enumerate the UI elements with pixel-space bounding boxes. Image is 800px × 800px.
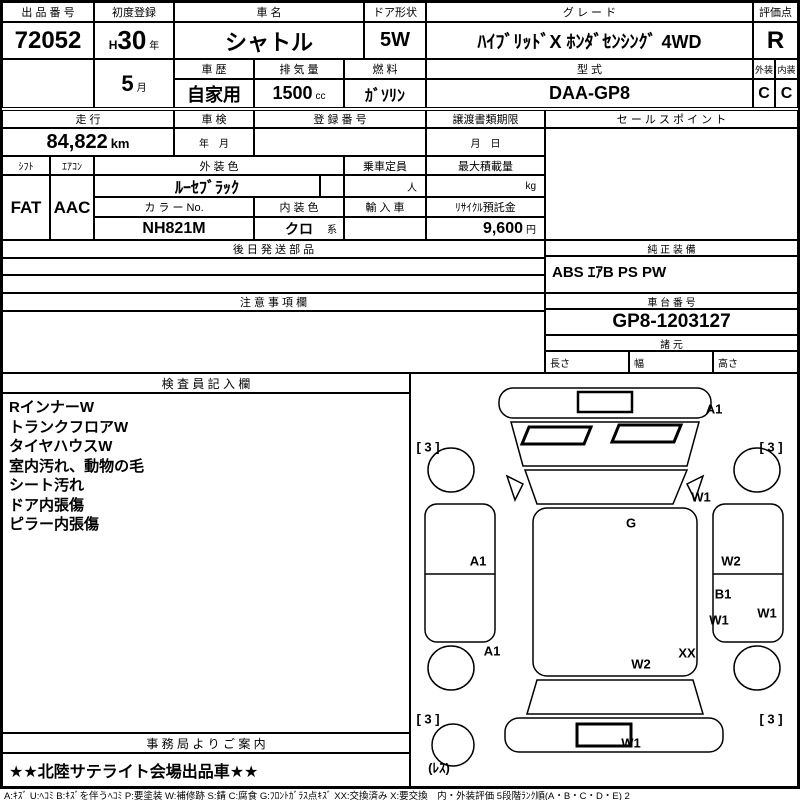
history-label: 車 歴 xyxy=(174,59,254,79)
recycle-deposit-label: ﾘｻｲｸﾙ預託金 xyxy=(426,197,545,217)
car-name-label: 車 名 xyxy=(174,2,364,22)
inspector-label: 検 査 員 記 入 欄 xyxy=(2,373,410,393)
fuel-value: ｶﾞｿﾘﾝ xyxy=(344,79,426,108)
inspection-value: 年 月 xyxy=(174,128,254,156)
aircon-value: AAC xyxy=(50,175,94,240)
chassis-no-value: GP8-1203127 xyxy=(545,309,798,335)
car-outline-graphic xyxy=(424,387,784,767)
exterior-color-label: 外 装 色 xyxy=(94,156,344,175)
import-label: 輸 入 車 xyxy=(344,197,426,217)
caution-body xyxy=(2,311,545,373)
office-text: ★★北陸サテライト会場出品車★★ xyxy=(2,753,410,787)
equipment-label: 純 正 装 備 xyxy=(545,240,798,256)
exterior-color-value: ﾙｰｾﾌﾞﾗｯｸ xyxy=(94,175,320,197)
capacity-value-cell: 人 xyxy=(344,175,426,197)
auction-no-label: 出 品 番 号 xyxy=(2,2,94,22)
door-shape-label: ドア形状 xyxy=(364,2,426,22)
interior-color-suffix: 系 xyxy=(327,225,337,236)
auction-no-empty-cell xyxy=(2,59,94,108)
first-reg-year-unit: 年 xyxy=(149,41,160,52)
interior-score-label: 内装 xyxy=(775,59,798,79)
dimension-length-cell: 長さ xyxy=(545,351,629,373)
score-label: 評価点 xyxy=(753,2,798,22)
recycle-unit: 円 xyxy=(526,224,536,236)
dimension-height-cell: 高さ xyxy=(713,351,798,373)
later-shipping-row-2 xyxy=(2,275,545,293)
damage-code-legend: A:ｷｽﾞ U:ﾍｺﾐ B:ｷｽﾞを伴うﾍｺﾐ P:要塗装 W:補修跡 S:錆 … xyxy=(4,789,798,800)
grade-label: グ レ ー ド xyxy=(426,2,753,22)
model-code-value: DAA-GP8 xyxy=(426,79,753,108)
model-code-label: 型 式 xyxy=(426,59,753,79)
later-shipping-row-1 xyxy=(2,258,545,275)
dimensions-label: 諸 元 xyxy=(545,335,798,351)
sales-point-label: セ ー ル ス ポ イ ン ト xyxy=(545,110,798,128)
dimension-width-cell: 幅 xyxy=(629,351,713,373)
max-load-unit: kg xyxy=(525,180,536,192)
interior-score-value: C xyxy=(775,79,798,108)
mileage-label: 走 行 xyxy=(2,110,174,128)
interior-color-value: クロ xyxy=(285,220,313,237)
inspection-label: 車 検 xyxy=(174,110,254,128)
office-label: 事 務 局 よ り ご 案 内 xyxy=(2,733,410,753)
displacement-value: 1500 xyxy=(272,83,313,103)
first-reg-label: 初度登録 xyxy=(94,2,174,22)
reg-no-value xyxy=(254,128,426,156)
capacity-label: 乗車定員 xyxy=(344,156,426,175)
equipment-value: ABS ｴｱB PS PW xyxy=(545,256,798,293)
color-no-value: NH821M xyxy=(94,217,254,240)
transfer-deadline-value: 月 日 xyxy=(426,128,545,156)
grade-value: ﾊｲﾌﾞﾘｯﾄﾞX ﾎﾝﾀﾞｾﾝｼﾝｸﾞ 4WD xyxy=(426,22,753,59)
mileage-value: 84,822 xyxy=(46,130,108,153)
sales-point-body xyxy=(545,128,798,240)
aircon-label: ｴｱｺﾝ xyxy=(50,156,94,175)
shift-value: FAT xyxy=(2,175,50,240)
car-name-value: シャトル xyxy=(174,22,364,59)
import-value-cell xyxy=(344,217,426,240)
score-value: R xyxy=(753,22,798,59)
history-value: 自家用 xyxy=(174,79,254,108)
displacement-unit: cc xyxy=(315,91,326,102)
door-shape-value: 5W xyxy=(364,22,426,59)
mileage-unit: km xyxy=(110,135,130,151)
first-reg-year: 30 xyxy=(117,25,147,55)
max-load-value-cell: kg xyxy=(426,175,545,197)
shift-label: ｼﾌﾄ xyxy=(2,156,50,175)
auction-no-value: 72052 xyxy=(2,22,94,59)
max-load-label: 最大積載量 xyxy=(426,156,545,175)
transfer-deadline-label: 譲渡書類期限 xyxy=(426,110,545,128)
first-reg-month-unit: 月 xyxy=(136,82,147,94)
first-reg-month: 5 xyxy=(121,70,134,96)
interior-color-value-cell: クロ 系 xyxy=(254,217,344,240)
exterior-color-extra-cell xyxy=(320,175,344,197)
fuel-label: 燃 料 xyxy=(344,59,426,79)
capacity-unit: 人 xyxy=(407,182,417,194)
recycle-amount: 9,600 xyxy=(482,219,523,237)
caution-label: 注 意 事 項 欄 xyxy=(2,293,545,311)
first-reg-era: H xyxy=(108,38,118,52)
later-shipping-label: 後 日 発 送 部 品 xyxy=(2,240,545,258)
reg-no-label: 登 録 番 号 xyxy=(254,110,426,128)
displacement-label: 排 気 量 xyxy=(254,59,344,79)
exterior-score-value: C xyxy=(753,79,775,108)
interior-color-label: 内 装 色 xyxy=(254,197,344,217)
chassis-no-label: 車 台 番 号 xyxy=(545,293,798,309)
color-no-label: カ ラ ー No. xyxy=(94,197,254,217)
exterior-score-label: 外装 xyxy=(753,59,775,79)
